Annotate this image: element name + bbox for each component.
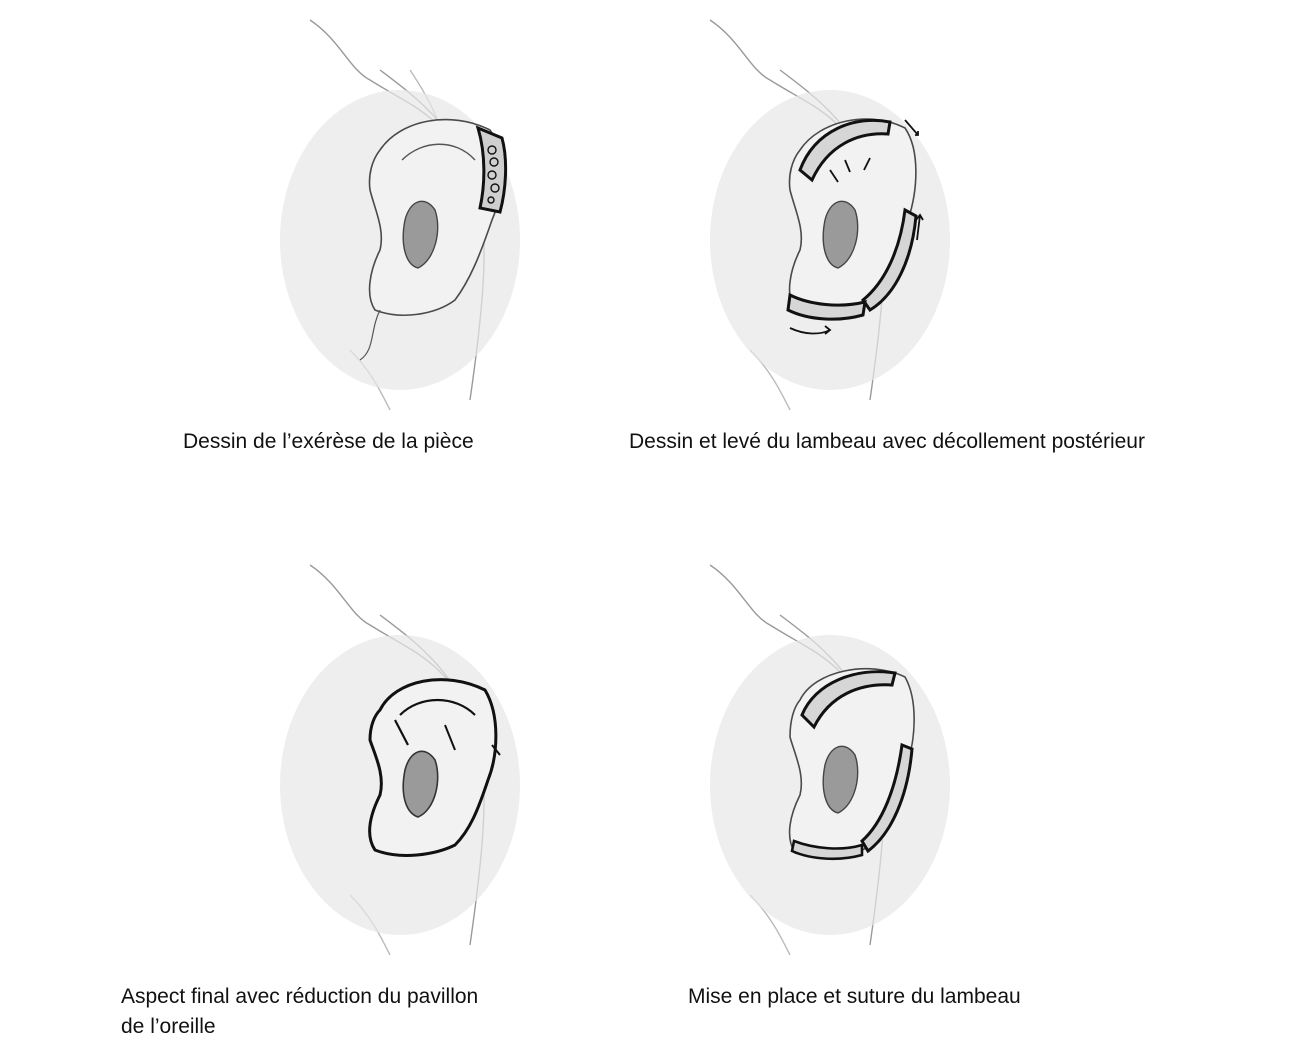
ear-drawing-excision: [230, 10, 590, 410]
caption-excision: Dessin de l’exérèse de la pièce: [183, 427, 474, 457]
caption-final: Aspect final avec réduction du pavillon …: [121, 982, 581, 1042]
ear-drawing-flap-raise: [680, 10, 1040, 410]
panel-final: [230, 555, 590, 955]
caption-final-line2: de l’oreille: [121, 1012, 581, 1042]
ear-drawing-suture: [680, 555, 1040, 955]
panel-suture: [680, 555, 1040, 955]
panel-excision: [230, 10, 590, 410]
ear-drawing-final: [230, 555, 590, 955]
panel-flap-raise: [680, 10, 1040, 410]
caption-final-line1: Aspect final avec réduction du pavillon: [121, 982, 581, 1012]
caption-flap-raise: Dessin et levé du lambeau avec décolleme…: [629, 427, 1145, 457]
caption-suture: Mise en place et suture du lambeau: [688, 982, 1021, 1012]
